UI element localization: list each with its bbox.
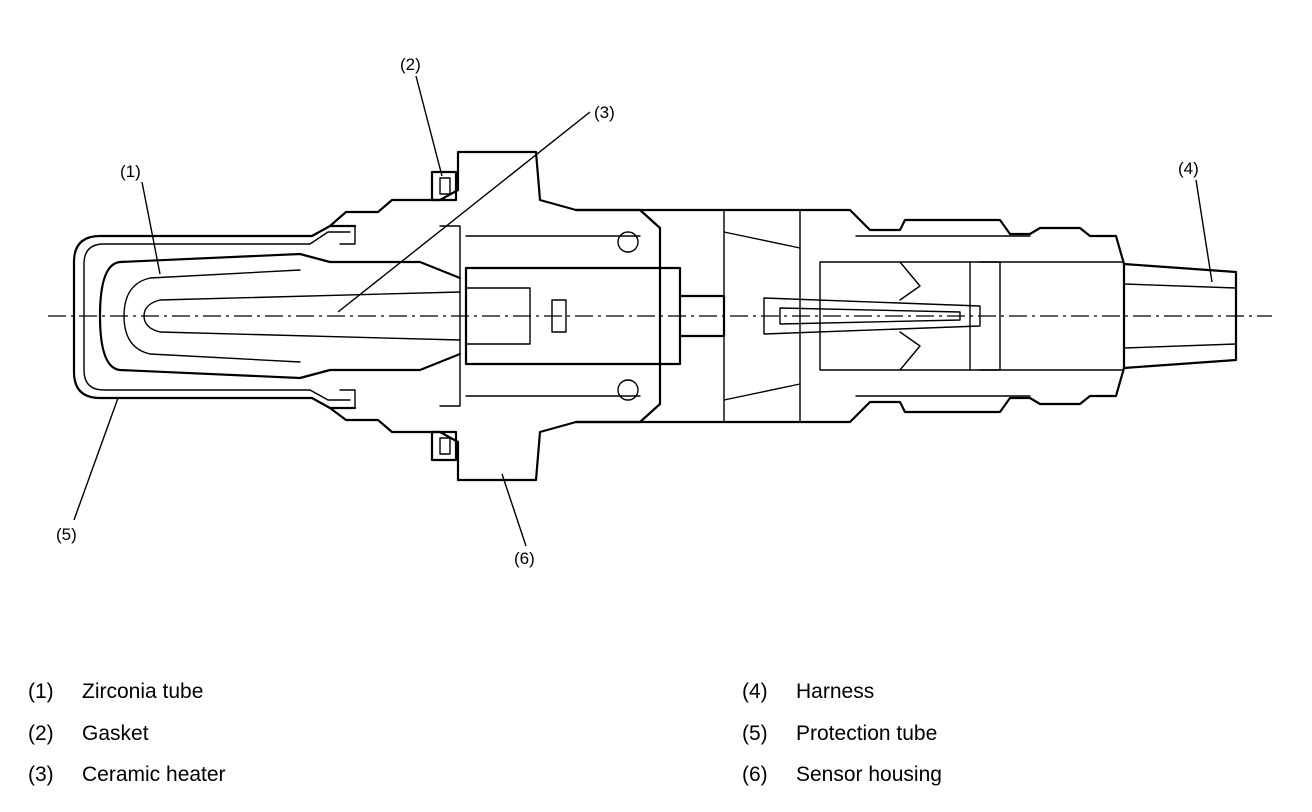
harness-shape [979, 261, 1238, 371]
legend-item: (3) Ceramic heater [28, 763, 226, 787]
legend-number: (6) [742, 763, 768, 786]
gasket-shape [430, 170, 458, 462]
legend-item: (2) Gasket [28, 722, 149, 746]
leader-3 [337, 111, 591, 313]
callout-label-3: (3) [594, 103, 615, 122]
legend-text: Zirconia tube [82, 680, 204, 703]
leader-4 [1195, 179, 1213, 283]
leader-5 [73, 397, 119, 521]
protection-tube-shape [72, 224, 357, 410]
legend-number: (5) [742, 722, 768, 745]
legend-number: (2) [28, 722, 54, 745]
legend-item: (5) Protection tube [742, 722, 937, 746]
ceramic-heater-shape [143, 291, 461, 341]
legend-text: Gasket [82, 722, 149, 745]
legend-number: (1) [28, 680, 54, 703]
callout-label-4: (4) [1178, 159, 1199, 178]
leader-2 [415, 75, 443, 177]
legend-item: (1) Zirconia tube [28, 680, 203, 704]
zirconia-tube-shape [98, 252, 462, 380]
legend-item: (6) Sensor housing [742, 763, 942, 787]
callout-label-1: (1) [120, 162, 141, 181]
callout-label-6: (6) [514, 549, 535, 568]
legend-text: Protection tube [796, 722, 938, 745]
legend-number: (3) [28, 763, 54, 786]
legend-text: Harness [796, 680, 875, 703]
legend-number: (4) [742, 680, 768, 703]
legend-text: Sensor housing [796, 763, 942, 786]
callout-label-2: (2) [400, 55, 421, 74]
legend-item: (4) Harness [742, 680, 874, 704]
legend-text: Ceramic heater [82, 763, 226, 786]
callout-leader-lines [73, 75, 1213, 547]
callout-label-5: (5) [56, 525, 77, 544]
leader-1 [141, 181, 161, 275]
leader-6 [501, 473, 527, 547]
